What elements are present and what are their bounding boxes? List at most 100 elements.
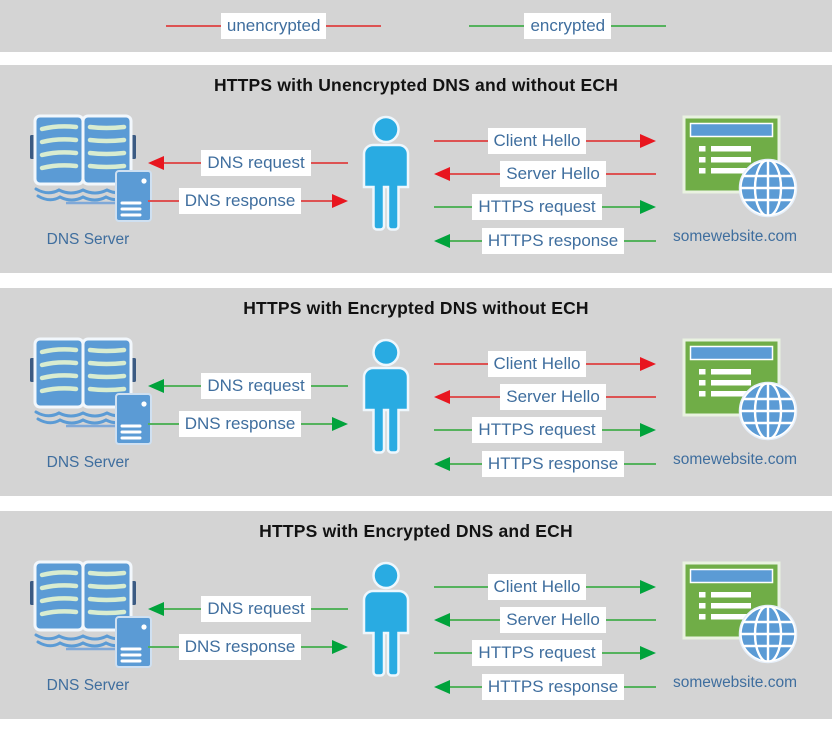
- arrow-label: Server Hello: [500, 161, 606, 187]
- arrow-line: [605, 619, 657, 621]
- arrow-label: DNS response: [178, 188, 302, 214]
- arrow-server-hello: Server Hello: [434, 383, 657, 411]
- arrow-line: [601, 206, 640, 208]
- arrow-server-hello: Server Hello: [434, 606, 657, 634]
- user-person-icon: [355, 561, 417, 679]
- arrow-line: [624, 463, 657, 465]
- user-person-icon: [355, 115, 417, 233]
- arrow-label: DNS request: [201, 150, 311, 176]
- arrow-line: [301, 200, 332, 202]
- arrow-line: [434, 363, 488, 365]
- arrowhead-right: [640, 200, 656, 214]
- arrow-label: Client Hello: [487, 351, 587, 377]
- arrowhead-left: [148, 379, 164, 393]
- arrow-dns-response: DNS response: [148, 633, 348, 661]
- arrow-https-response: HTTPS response: [434, 227, 657, 255]
- dns-server-icon: [26, 111, 158, 223]
- arrow-label: DNS request: [201, 596, 311, 622]
- arrow-label: HTTPS response: [481, 674, 625, 700]
- legend-line: [326, 25, 382, 27]
- arrow-https-request: HTTPS request: [434, 416, 656, 444]
- arrow-label: HTTPS request: [472, 417, 602, 443]
- arrow-line: [586, 140, 640, 142]
- arrow-server-hello: Server Hello: [434, 160, 657, 188]
- dns-server-icon: [26, 557, 158, 669]
- website-browser-globe-icon: [682, 561, 800, 667]
- legend-line: [469, 25, 525, 27]
- arrow-line: [164, 385, 202, 387]
- arrow-line: [164, 608, 202, 610]
- arrow-label: Server Hello: [500, 384, 606, 410]
- arrowhead-right: [640, 357, 656, 371]
- panel-title: HTTPS with Unencrypted DNS and without E…: [213, 75, 619, 95]
- arrow-label: HTTPS response: [481, 228, 625, 254]
- arrowhead-right: [332, 640, 348, 654]
- arrowhead-left: [434, 680, 450, 694]
- arrow-line: [450, 463, 482, 465]
- legend-line: [165, 25, 221, 27]
- arrowhead-right: [640, 423, 656, 437]
- arrowhead-right: [640, 580, 656, 594]
- arrow-label: Server Hello: [500, 607, 606, 633]
- arrow-label: Client Hello: [487, 128, 587, 154]
- arrow-line: [310, 162, 349, 164]
- legend-label: unencrypted: [220, 13, 327, 39]
- dns-server-label: DNS Server: [46, 677, 130, 694]
- arrow-line: [434, 206, 473, 208]
- legend-line: [611, 25, 667, 27]
- arrow-label: HTTPS request: [472, 640, 602, 666]
- arrow-line: [434, 140, 488, 142]
- arrow-line: [434, 429, 473, 431]
- arrow-line: [450, 173, 501, 175]
- website-browser-globe-icon: [682, 338, 800, 444]
- arrowhead-left: [434, 613, 450, 627]
- arrow-https-request: HTTPS request: [434, 639, 656, 667]
- arrow-line: [301, 423, 332, 425]
- arrowhead-right: [640, 134, 656, 148]
- arrowhead-left: [434, 390, 450, 404]
- arrow-line: [310, 385, 349, 387]
- arrow-dns-request: DNS request: [148, 149, 349, 177]
- arrow-line: [601, 429, 640, 431]
- arrow-line: [450, 686, 482, 688]
- panel-title: HTTPS with Encrypted DNS and ECH: [259, 521, 573, 541]
- legend: unencrypted encrypted: [0, 0, 832, 52]
- arrow-line: [586, 363, 640, 365]
- panel-encrypted-dns-with-ech: HTTPS with Encrypted DNS and ECH: [0, 511, 832, 719]
- arrow-line: [624, 240, 657, 242]
- arrowhead-right: [332, 194, 348, 208]
- arrow-line: [450, 240, 482, 242]
- arrow-line: [434, 586, 488, 588]
- legend-label: encrypted: [524, 13, 612, 39]
- arrow-line: [148, 200, 179, 202]
- arrow-label: DNS response: [178, 634, 302, 660]
- user-person-icon: [355, 338, 417, 456]
- arrow-line: [605, 173, 657, 175]
- website-label: somewebsite.com: [672, 451, 798, 468]
- arrow-line: [164, 162, 202, 164]
- dns-server-label: DNS Server: [46, 454, 130, 471]
- arrow-line: [450, 396, 501, 398]
- arrowhead-left: [434, 167, 450, 181]
- dns-server-label: DNS Server: [46, 231, 130, 248]
- arrow-https-request: HTTPS request: [434, 193, 656, 221]
- arrow-line: [624, 686, 657, 688]
- legend-item-unencrypted: unencrypted: [165, 12, 382, 40]
- arrowhead-right: [640, 646, 656, 660]
- arrow-line: [148, 423, 179, 425]
- arrow-line: [310, 608, 349, 610]
- arrow-line: [148, 646, 179, 648]
- arrow-line: [586, 586, 640, 588]
- arrow-dns-request: DNS request: [148, 372, 349, 400]
- arrowhead-right: [332, 417, 348, 431]
- arrowhead-left: [434, 234, 450, 248]
- arrow-line: [434, 652, 473, 654]
- website-label: somewebsite.com: [672, 674, 798, 691]
- legend-item-encrypted: encrypted: [469, 12, 667, 40]
- arrowhead-left: [434, 457, 450, 471]
- arrow-label: HTTPS request: [472, 194, 602, 220]
- arrow-client-hello: Client Hello: [434, 127, 656, 155]
- arrow-line: [601, 652, 640, 654]
- panel-title: HTTPS with Encrypted DNS without ECH: [243, 298, 589, 318]
- panel-unencrypted-dns-no-ech: HTTPS with Unencrypted DNS and without E…: [0, 65, 832, 273]
